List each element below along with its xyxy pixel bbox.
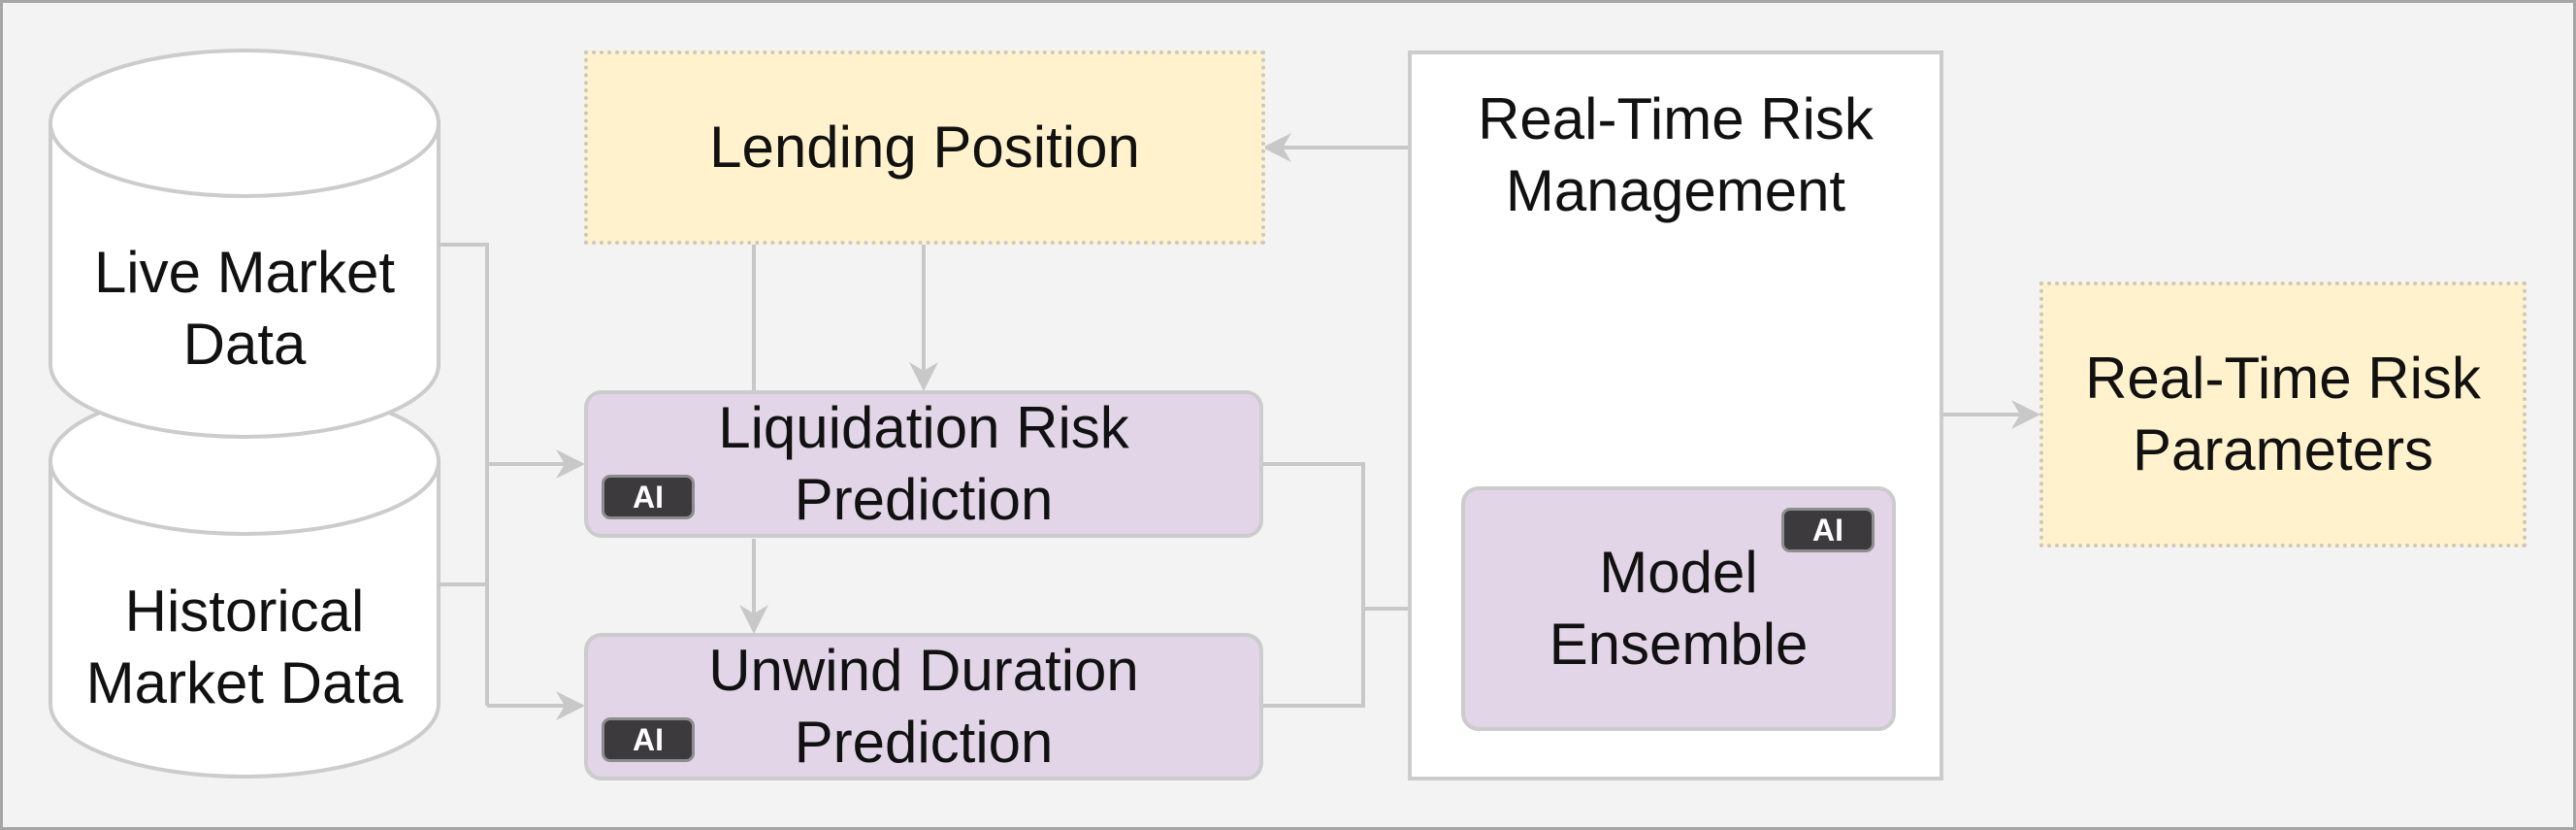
lending-position-node: Lending Position bbox=[584, 50, 1265, 245]
real-time-risk-parameters-label: Real-Time Risk Parameters bbox=[2085, 346, 2481, 482]
liquidation-risk-prediction-label: Liquidation Risk Prediction bbox=[718, 395, 1129, 532]
real-time-risk-management-label: Real-Time Risk Management bbox=[1478, 86, 1874, 223]
real-time-risk-parameters-node: Real-Time Risk Parameters bbox=[2039, 282, 2527, 548]
unwind-duration-prediction-label: Unwind Duration Prediction bbox=[708, 638, 1139, 775]
liquidation-ai-badge: AI bbox=[602, 475, 695, 519]
unwind-ai-badge: AI bbox=[602, 717, 695, 762]
lending-position-label: Lending Position bbox=[709, 115, 1140, 180]
historical-market-data-label: Historical Market Data bbox=[85, 579, 404, 715]
model-ensemble-label: Model Ensemble bbox=[1549, 540, 1809, 677]
model-ensemble-node: Model Ensemble AI bbox=[1461, 486, 1896, 731]
edge-live-data-trunk bbox=[439, 243, 489, 706]
liquidation-risk-prediction-node: Liquidation Risk Prediction AI bbox=[584, 390, 1263, 538]
unwind-duration-prediction-node: Unwind Duration Prediction AI bbox=[584, 633, 1263, 780]
edge-liquidation-to-merge bbox=[1263, 462, 1365, 708]
model-ensemble-ai-badge: AI bbox=[1781, 508, 1875, 552]
live-market-data-cylinder bbox=[49, 49, 440, 439]
live-market-data-label: Live Market Data bbox=[93, 240, 396, 377]
